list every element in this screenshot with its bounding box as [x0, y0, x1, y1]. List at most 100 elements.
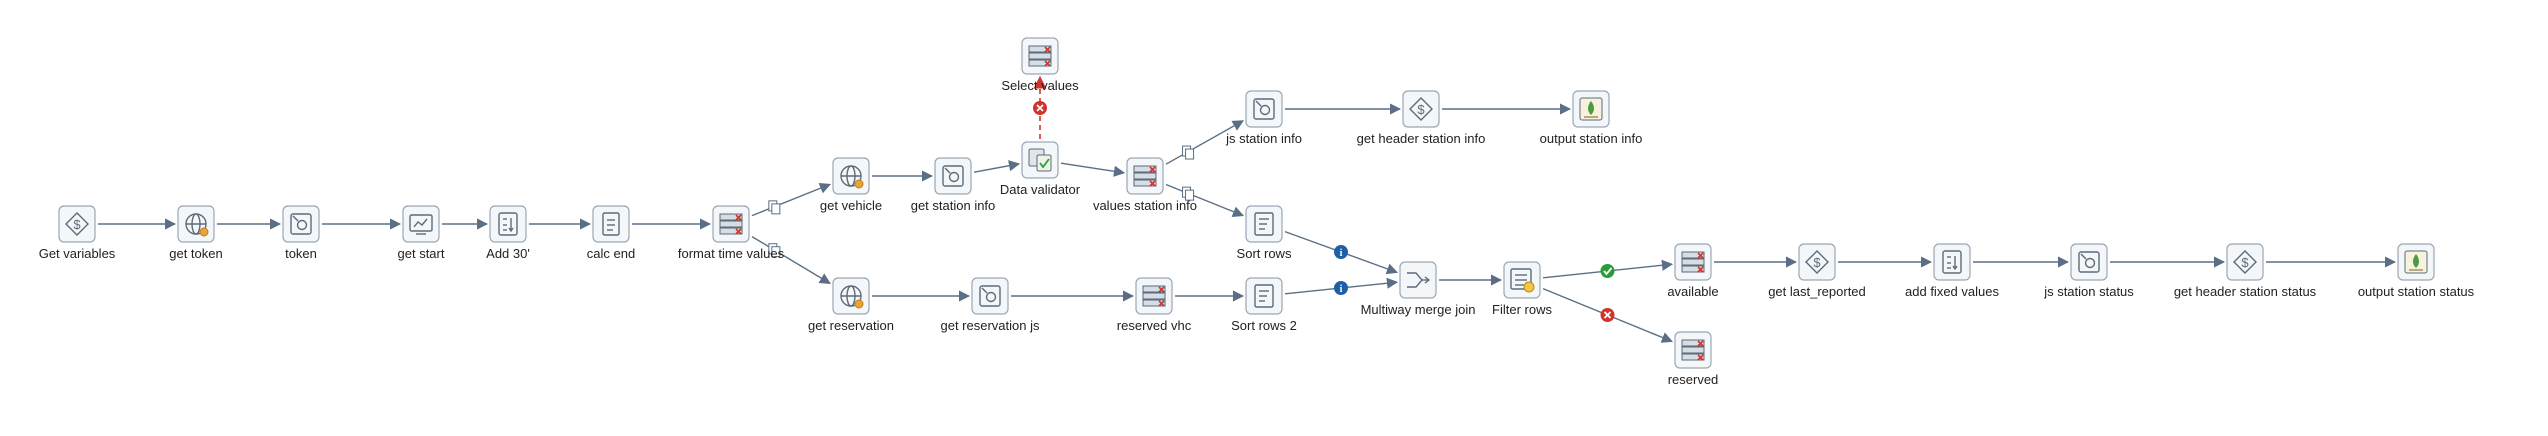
step-filter-rows[interactable]: Filter rows: [1492, 261, 1552, 317]
steps-layer: $ Get variables get token token get start Add…: [39, 37, 2475, 387]
step-get-token[interactable]: get token: [169, 205, 223, 261]
hop-badges-layer: ii: [768, 101, 1615, 322]
step-get-header-station-status[interactable]: $ get header station status: [2174, 243, 2317, 299]
step-format-time-values[interactable]: format time values: [678, 205, 785, 261]
step-values-station-info[interactable]: values station info: [1093, 157, 1197, 213]
step-sort-rows[interactable]: Sort rows: [1237, 205, 1292, 261]
step-label: reserved: [1668, 372, 1719, 387]
sort-icon: [1254, 212, 1274, 236]
merge-join-icon: [1407, 272, 1431, 288]
variables-icon: $: [2233, 250, 2257, 274]
step-calc-end[interactable]: calc end: [587, 205, 635, 261]
step-get-reservation-js[interactable]: get reservation js: [941, 277, 1040, 333]
mongodb-output-icon: [2404, 250, 2428, 274]
step-label: Get variables: [39, 246, 116, 261]
filter-icon: [1510, 268, 1535, 293]
step-label: Data validator: [1000, 182, 1081, 197]
rest-client-icon: [185, 213, 209, 237]
step-data-validator[interactable]: Data validator: [1000, 141, 1081, 197]
step-label: get reservation: [808, 318, 894, 333]
step-js-station-info[interactable]: js station info: [1225, 90, 1302, 146]
hop-values-station-info-to-js-station-info[interactable]: [1165, 120, 1244, 165]
hop-format-time-values-to-get-reservation[interactable]: [751, 235, 831, 285]
copy-rows-icon: [768, 200, 781, 215]
svg-text:$: $: [1417, 102, 1425, 117]
step-label: token: [285, 246, 317, 261]
step-label: Add 30': [486, 246, 530, 261]
step-label: get token: [169, 246, 223, 261]
step-output-station-status[interactable]: output station status: [2358, 243, 2475, 299]
calculator-icon: [1942, 250, 1962, 274]
step-reserved[interactable]: reserved: [1668, 331, 1719, 387]
select-values-icon: [1028, 45, 1052, 67]
step-label: get header station status: [2174, 284, 2317, 299]
calculator-icon: [498, 212, 518, 236]
step-label: Sort rows: [1237, 246, 1292, 261]
step-label: get start: [398, 246, 445, 261]
step-js-station-status[interactable]: js station status: [2043, 243, 2134, 299]
json-input-icon: [290, 213, 312, 235]
hop-values-station-info-to-sort-rows[interactable]: [1165, 183, 1245, 217]
svg-text:i: i: [1340, 248, 1343, 259]
step-get-reservation[interactable]: get reservation: [808, 277, 894, 333]
script-icon: [602, 212, 620, 236]
step-label: get vehicle: [820, 198, 882, 213]
copy-rows-icon: [768, 243, 781, 258]
step-label: format time values: [678, 246, 785, 261]
json-input-icon: [942, 165, 964, 187]
step-label: calc end: [587, 246, 635, 261]
step-get-header-station-info[interactable]: $ get header station info: [1357, 90, 1486, 146]
step-get-last-reported[interactable]: $ get last_reported: [1768, 243, 1866, 299]
svg-text:$: $: [73, 217, 81, 232]
svg-text:i: i: [1340, 284, 1343, 295]
step-get-variables[interactable]: $ Get variables: [39, 205, 116, 261]
true-condition-icon: [1600, 264, 1615, 278]
select-values-icon: [1133, 165, 1157, 187]
json-input-icon: [979, 285, 1001, 307]
mongodb-output-icon: [1579, 97, 1603, 121]
validator-icon: [1028, 148, 1052, 172]
rest-client-icon: [840, 165, 864, 189]
step-add-30[interactable]: Add 30': [486, 205, 530, 261]
step-label: get station info: [911, 198, 996, 213]
hop-format-time-values-to-get-vehicle[interactable]: [751, 182, 832, 217]
false-condition-icon: [1600, 308, 1615, 322]
system-info-icon: [409, 214, 433, 235]
rest-client-icon: [840, 285, 864, 309]
json-input-icon: [1253, 98, 1275, 120]
variables-icon: $: [1409, 97, 1433, 121]
step-reserved-vhc[interactable]: reserved vhc: [1117, 277, 1192, 333]
error-hop-icon: [1033, 101, 1047, 115]
step-output-station-info[interactable]: output station info: [1540, 90, 1643, 146]
step-get-vehicle[interactable]: get vehicle: [820, 157, 882, 213]
step-get-start[interactable]: get start: [398, 205, 445, 261]
step-available[interactable]: available: [1667, 243, 1719, 299]
step-label: get reservation js: [941, 318, 1040, 333]
hop-data-validator-to-values-station-info[interactable]: [1060, 162, 1126, 177]
step-multiway-merge-join[interactable]: Multiway merge join: [1361, 261, 1476, 317]
step-label: Select values: [1001, 78, 1079, 93]
step-token[interactable]: token: [282, 205, 320, 261]
step-select-values[interactable]: Select values: [1001, 37, 1079, 93]
step-get-station-info[interactable]: get station info: [911, 157, 996, 213]
select-values-icon: [719, 213, 743, 235]
step-label: available: [1667, 284, 1718, 299]
select-values-icon: [1681, 339, 1705, 361]
variables-icon: $: [1805, 250, 1829, 274]
step-label: get last_reported: [1768, 284, 1866, 299]
svg-text:$: $: [2241, 255, 2249, 270]
step-label: get header station info: [1357, 131, 1486, 146]
hops-layer: [98, 75, 2397, 343]
step-add-fixed-values[interactable]: add fixed values: [1905, 243, 1999, 299]
step-sort-rows-2[interactable]: Sort rows 2: [1231, 277, 1297, 333]
step-label: values station info: [1093, 198, 1197, 213]
variables-icon: $: [65, 212, 89, 236]
step-label: output station status: [2358, 284, 2475, 299]
copy-rows-icon: [1182, 145, 1195, 160]
info-stream-icon: i: [1334, 281, 1348, 295]
select-values-icon: [1681, 251, 1705, 273]
info-stream-icon: i: [1334, 245, 1348, 259]
hop-get-station-info-to-data-validator[interactable]: [973, 160, 1021, 173]
json-input-icon: [2078, 251, 2100, 273]
